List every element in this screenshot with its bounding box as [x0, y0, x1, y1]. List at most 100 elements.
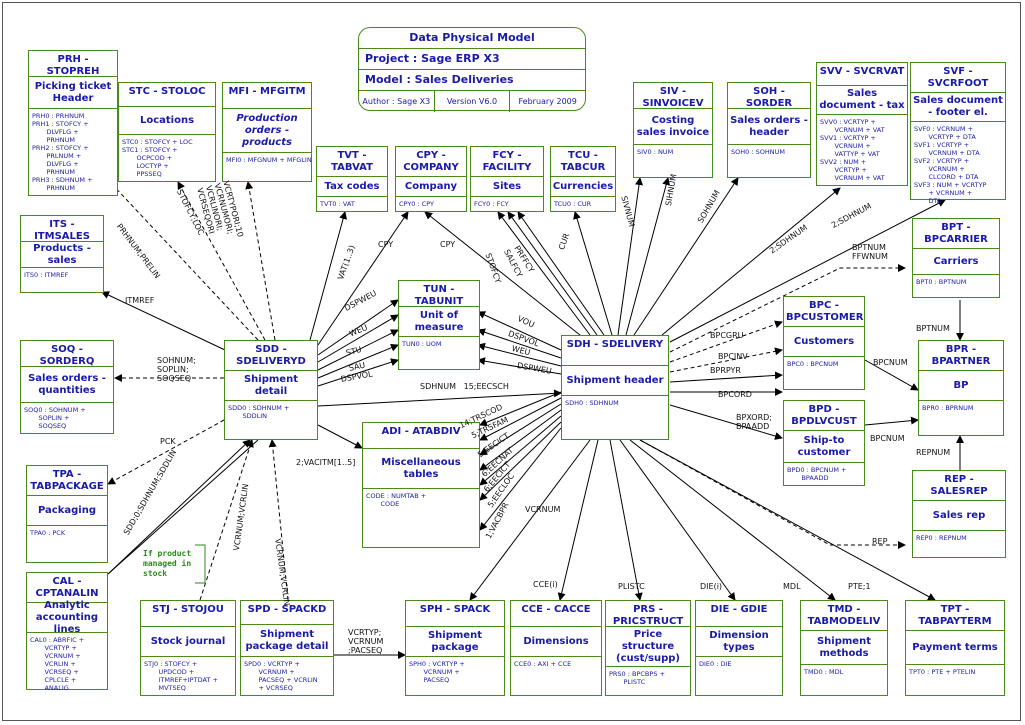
- entity-header: BPC - BPCUSTOMER: [784, 297, 864, 327]
- link-sdd-sdh: [317, 389, 562, 407]
- entity-header: STJ - STOJOU: [141, 601, 235, 627]
- entity-index: TPA0 : PCK: [30, 529, 66, 537]
- link-label-bprpyr: BPRPYR: [710, 366, 741, 375]
- entity-title: Sales rep: [913, 501, 1005, 531]
- title-meta: Author : Sage X3 Version V6.0 February 2…: [359, 91, 585, 112]
- entity-title: Picking ticket Header: [29, 77, 117, 109]
- link-sdh-prs: [609, 439, 643, 601]
- entity-title: Customers: [784, 327, 864, 357]
- link-label-pck: PCK: [160, 437, 176, 446]
- link-sdh-bpc3: [669, 371, 783, 383]
- link-sdh-die: [619, 439, 736, 601]
- entity-title: Locations: [119, 107, 215, 135]
- link-sdh-tcu: [573, 211, 613, 336]
- link-sdd-cpy: [317, 211, 409, 346]
- link-stj-sdd: [199, 439, 254, 601]
- link-sdh-sph: [469, 439, 591, 601]
- link-label-cce: CCE(i): [533, 580, 558, 589]
- entity-header: SOQ - SORDERQ: [21, 341, 113, 367]
- entity-index: PRS0 : BPCBPS + PLISTC: [609, 670, 665, 686]
- link-label-rep: REP: [872, 537, 888, 546]
- entity-index: STC0 : STOFCY + LOC STC1 : STOFCY + OCPC…: [122, 138, 193, 178]
- note-bracket: [195, 544, 206, 584]
- entity-title: Sales orders - quantities: [21, 367, 113, 403]
- entity-index: FCY0 : FCY: [474, 200, 509, 208]
- version-label: Version V6.0: [435, 91, 511, 112]
- link-sdh-tun4: [477, 357, 562, 375]
- entity-index: PRH0 : PRHNUM PRH1 : STOFCY + DLVFLG + P…: [32, 112, 93, 192]
- entity-index: CPY0 : CPY: [399, 200, 435, 208]
- entity-title: Dimension types: [696, 627, 782, 657]
- link-sdh-cce: [557, 439, 599, 601]
- link-label-bpcgru: BPCGRU: [710, 331, 744, 340]
- entity-title: Analytic accounting lines: [27, 600, 107, 635]
- entity-title: Sales document - tax: [817, 86, 907, 115]
- entity-header: SIV - SINVOICEV: [634, 83, 712, 109]
- entity-header: SPD - SPACKD: [241, 601, 333, 626]
- entity-header: CPY - COMPANY: [396, 147, 466, 177]
- link-sdd-tun3: [317, 329, 399, 371]
- link-bpd-bpr: [864, 416, 919, 426]
- entity-header: SDD - SDELIVERYD: [225, 341, 317, 371]
- link-sdd-tvt: [309, 211, 348, 341]
- entity-title: Products - sales: [21, 242, 103, 268]
- entity-header: TMD - TABMODELIV: [801, 601, 887, 631]
- entity-title: Shipment detail: [225, 371, 317, 401]
- link-sdh-fcy1: [497, 211, 591, 336]
- entity-header: ADI - ATABDIV: [363, 423, 479, 449]
- entity-title: Sales document - footer el.: [911, 93, 1005, 122]
- date-label: February 2009: [518, 97, 577, 106]
- entity-header: FCY - FACILITY: [471, 147, 543, 177]
- link-label-itmref: ITMREF: [125, 296, 155, 305]
- entity-title: Carriers: [913, 249, 999, 275]
- entity-title: Costing sales invoice: [634, 109, 712, 145]
- entity-header: TVT - TABVAT: [317, 147, 387, 177]
- link-sdh-soh: [633, 177, 739, 336]
- link-label-bpxord: BPXORD; BPAADD: [736, 413, 772, 431]
- entity-index: CCE0 : AXI + CCE: [514, 660, 572, 668]
- entity-index: BPT0 : BPTNUM: [916, 278, 967, 286]
- entity-index: TMD0 : MDL: [804, 668, 844, 676]
- entity-index: SVV0 : VCRTYP + VCRNUM + VAT SVV1 : VCRT…: [820, 118, 885, 182]
- link-sdh-tpt: [639, 439, 936, 601]
- entity-title: Miscellaneous tables: [363, 449, 479, 489]
- link-spd-sdd: [268, 439, 289, 601]
- link-sdh-bpt: [669, 264, 906, 353]
- entity-index: DIE0 : DIE: [699, 660, 732, 668]
- entity-header: TPT - TABPAYTERM: [906, 601, 1004, 631]
- link-sdh-cpy: [424, 211, 581, 336]
- entity-header: SDH - SDELIVERY: [562, 336, 668, 366]
- project-label: Project : Sage ERP X3: [359, 49, 585, 70]
- entity-index: TUN0 : UOM: [402, 340, 442, 348]
- entity-header: REP - SALESREP: [913, 471, 1005, 501]
- entity-header: BPD - BPDLVCUST: [784, 401, 864, 431]
- link-label-bpcnum2: BPCNUM: [870, 434, 905, 443]
- link-sdh-siv: [617, 177, 643, 336]
- link-label-repnum: REPNUM: [916, 448, 951, 457]
- link-sdh-adi6: [479, 421, 562, 501]
- link-label-bptnum: BPTNUM FFWNUM: [852, 243, 888, 261]
- link-sdh-tun2: [477, 328, 562, 359]
- link-sdh-svv: [661, 187, 841, 336]
- entity-header: SOH - SORDER: [728, 83, 810, 109]
- link-sdh-svf: [669, 199, 946, 343]
- link-sdh-bpc2: [669, 347, 783, 373]
- link-sdd-tun1: [317, 299, 399, 356]
- entity-header: DIE - GDIE: [696, 601, 782, 627]
